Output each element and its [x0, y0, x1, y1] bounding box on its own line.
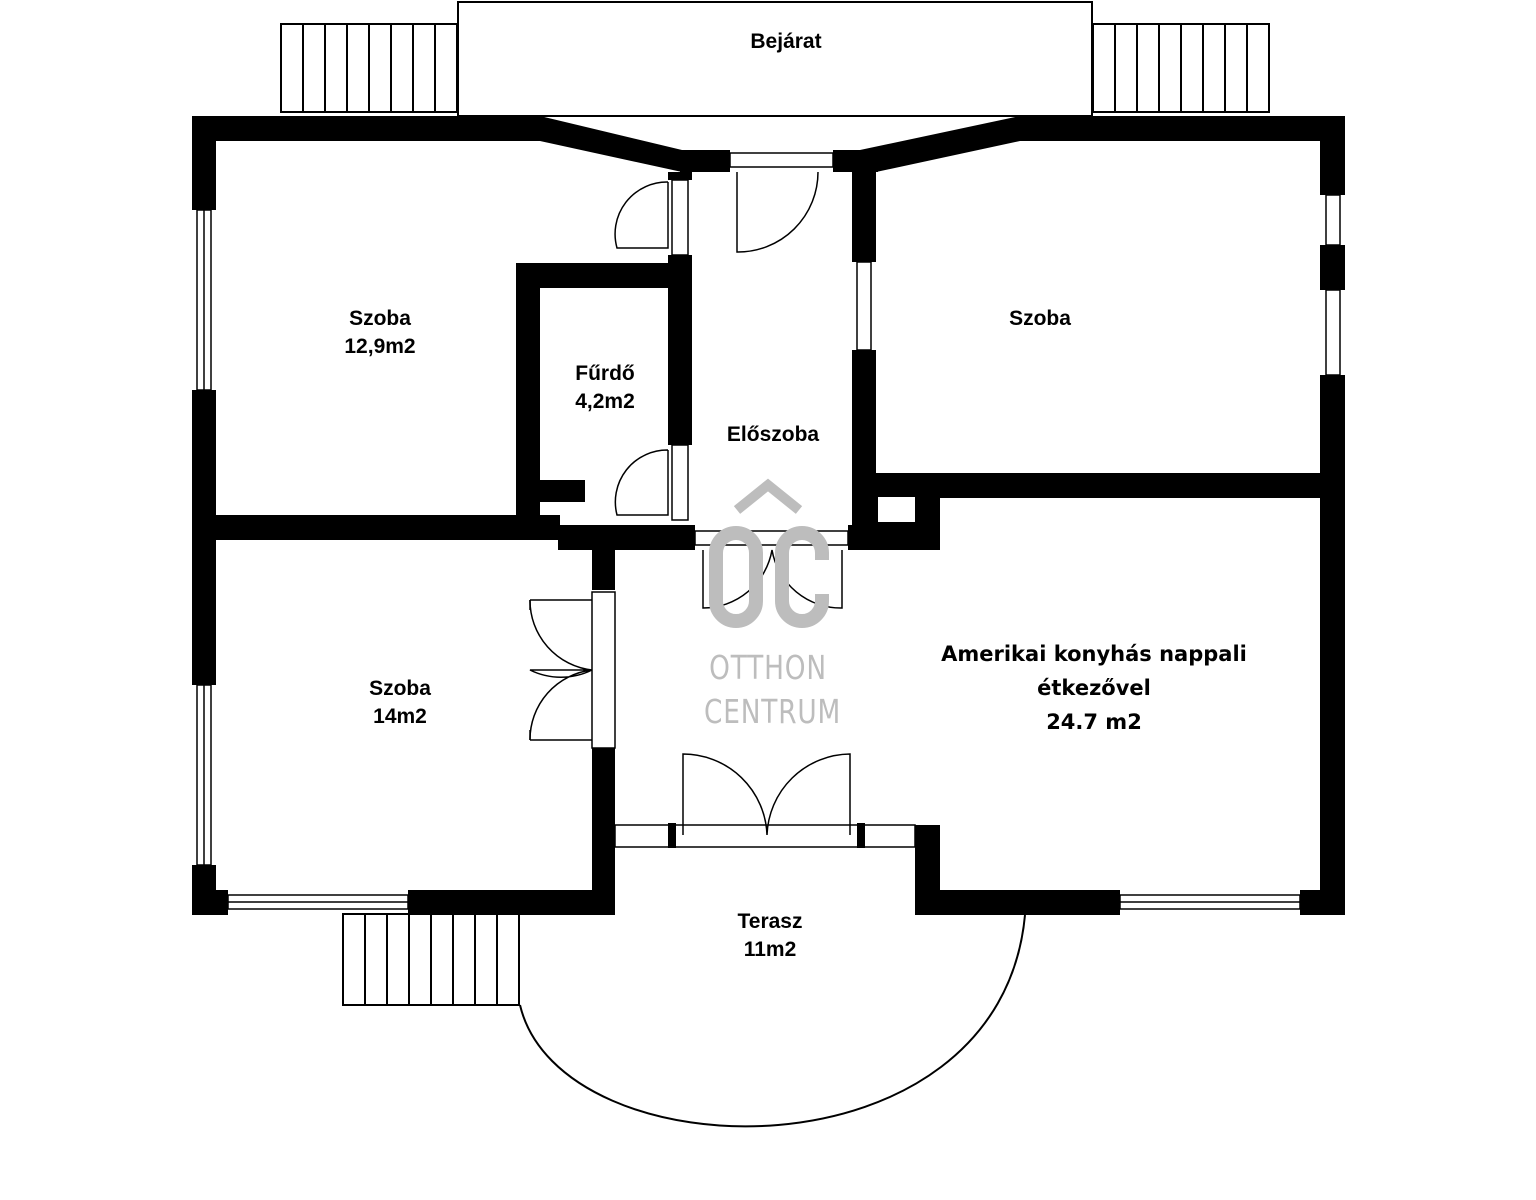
stairs-top-right	[1092, 23, 1270, 113]
label-room-top-left: Szoba 12,9m2	[310, 305, 450, 361]
room-name: Amerikai konyhás nappali	[941, 642, 1247, 666]
door-terrace-double	[682, 753, 851, 836]
room-area: 24.7 m2	[1046, 710, 1142, 734]
room-name: Szoba	[369, 677, 431, 700]
door-room-top-left	[614, 181, 669, 249]
room-area: 11m2	[743, 938, 797, 961]
stairs-bottom	[342, 913, 520, 1006]
walls	[192, 116, 1345, 915]
label-terrace: Terasz 11m2	[705, 908, 835, 964]
door-entrance	[736, 171, 819, 253]
label-hall: Előszoba	[726, 423, 820, 446]
label-living: Amerikai konyhás nappali étkezővel 24.7 …	[930, 637, 1258, 739]
stairs-top-left	[280, 23, 458, 113]
room-name: Terasz	[737, 910, 803, 933]
room-name-2: étkezővel	[1037, 676, 1151, 700]
label-room-bottom-left: Szoba 14m2	[335, 675, 465, 731]
watermark-text: OTTHON CENTRUM	[704, 646, 842, 734]
terrace-outline	[519, 914, 1026, 1128]
room-name: Fűrdő	[575, 362, 635, 385]
watermark-logo	[709, 478, 829, 628]
room-area: 4,2m2	[575, 390, 635, 413]
room-name: Szoba	[349, 307, 411, 330]
watermark-line1: OTTHON	[709, 648, 827, 687]
room-area: 14m2	[373, 705, 427, 728]
label-entrance: Bejárat	[750, 30, 822, 53]
door-room-bottom-left	[529, 599, 593, 741]
label-room-top-right: Szoba	[1009, 307, 1071, 330]
watermark-line2: CENTRUM	[704, 692, 842, 731]
label-bathroom: Fűrdő 4,2m2	[545, 360, 665, 416]
outside-elements	[280, 1, 1270, 1128]
door-bathroom	[614, 449, 669, 516]
room-area: 12,9m2	[344, 335, 416, 358]
entrance-porch	[457, 1, 1093, 117]
windows	[196, 152, 1341, 910]
